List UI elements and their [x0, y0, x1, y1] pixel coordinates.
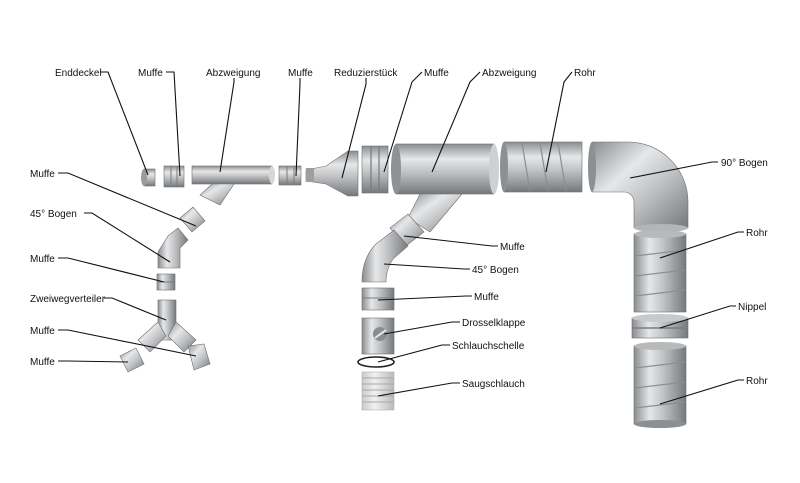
label-rohr-right-2: Rohr — [746, 376, 768, 387]
label-muffe-mid-2: Muffe — [474, 292, 499, 303]
left-branch — [119, 206, 211, 373]
rohr-part-right-2 — [633, 342, 687, 428]
bogen45-part-left — [157, 227, 189, 269]
rohr-part-right-1 — [633, 230, 687, 313]
muffe-part-mid-2 — [361, 287, 395, 311]
nippel-part — [631, 314, 689, 339]
muffe-part-left-3 — [187, 343, 211, 371]
label-zweiwegverteiler: Zweiwegverteiler — [30, 294, 106, 305]
muffe-part-left-2 — [156, 273, 176, 291]
label-muffe-left-4: Muffe — [30, 357, 55, 368]
label-nippel: Nippel — [738, 302, 766, 313]
muffe-part-left-1 — [179, 206, 206, 233]
top-pipe-line — [141, 141, 689, 233]
label-muffe-left-3: Muffe — [30, 326, 55, 337]
leader-lines — [58, 71, 744, 405]
label-bogen45-mid: 45° Bogen — [472, 265, 519, 276]
right-pipe-line — [631, 230, 689, 428]
label-muffe-top-1: Muffe — [138, 68, 163, 79]
part-labels: Enddeckel Muffe Abzweigung Muffe Reduzie… — [30, 68, 768, 390]
rohr-part-top — [500, 141, 583, 193]
muffe-part-top-2 — [278, 165, 302, 186]
bogen45-part-mid — [361, 229, 409, 283]
label-reduzierstueck: Reduzierstück — [334, 68, 398, 79]
label-enddeckel: Enddeckel — [55, 68, 102, 79]
label-bogen90: 90° Bogen — [721, 158, 768, 169]
label-rohr-right-1: Rohr — [746, 228, 768, 239]
reduzierstueck-part — [305, 150, 359, 197]
abzweigung-part-top-1 — [191, 165, 275, 206]
middle-branch — [357, 213, 425, 411]
enddeckel-part — [141, 168, 156, 187]
label-muffe-mid-1: Muffe — [500, 242, 525, 253]
label-muffe-top-2: Muffe — [288, 68, 313, 79]
label-muffe-top-3: Muffe — [424, 68, 449, 79]
label-schlauchschelle: Schlauchschelle — [452, 341, 525, 352]
zweiwegverteiler-part — [137, 299, 197, 353]
label-rohr-top: Rohr — [574, 68, 596, 79]
bogen90-part — [588, 141, 689, 232]
abzweigung-part-top-2 — [391, 143, 499, 233]
saugschlauch-part — [361, 371, 395, 411]
label-abzweigung-top-1: Abzweigung — [206, 68, 260, 79]
label-muffe-left-2: Muffe — [30, 254, 55, 265]
label-bogen45-left: 45° Bogen — [30, 209, 77, 220]
schlauchschelle-part — [357, 356, 395, 368]
muffe-part-left-4 — [119, 347, 145, 373]
label-drosselklappe: Drosselklappe — [462, 318, 526, 329]
drosselklappe-part — [361, 317, 395, 355]
label-muffe-left-1: Muffe — [30, 169, 55, 180]
label-saugschlauch: Saugschlauch — [462, 379, 525, 390]
muffe-part-top-3 — [361, 145, 389, 194]
muffe-part-top-1 — [163, 165, 185, 188]
label-abzweigung-top-2: Abzweigung — [482, 68, 536, 79]
